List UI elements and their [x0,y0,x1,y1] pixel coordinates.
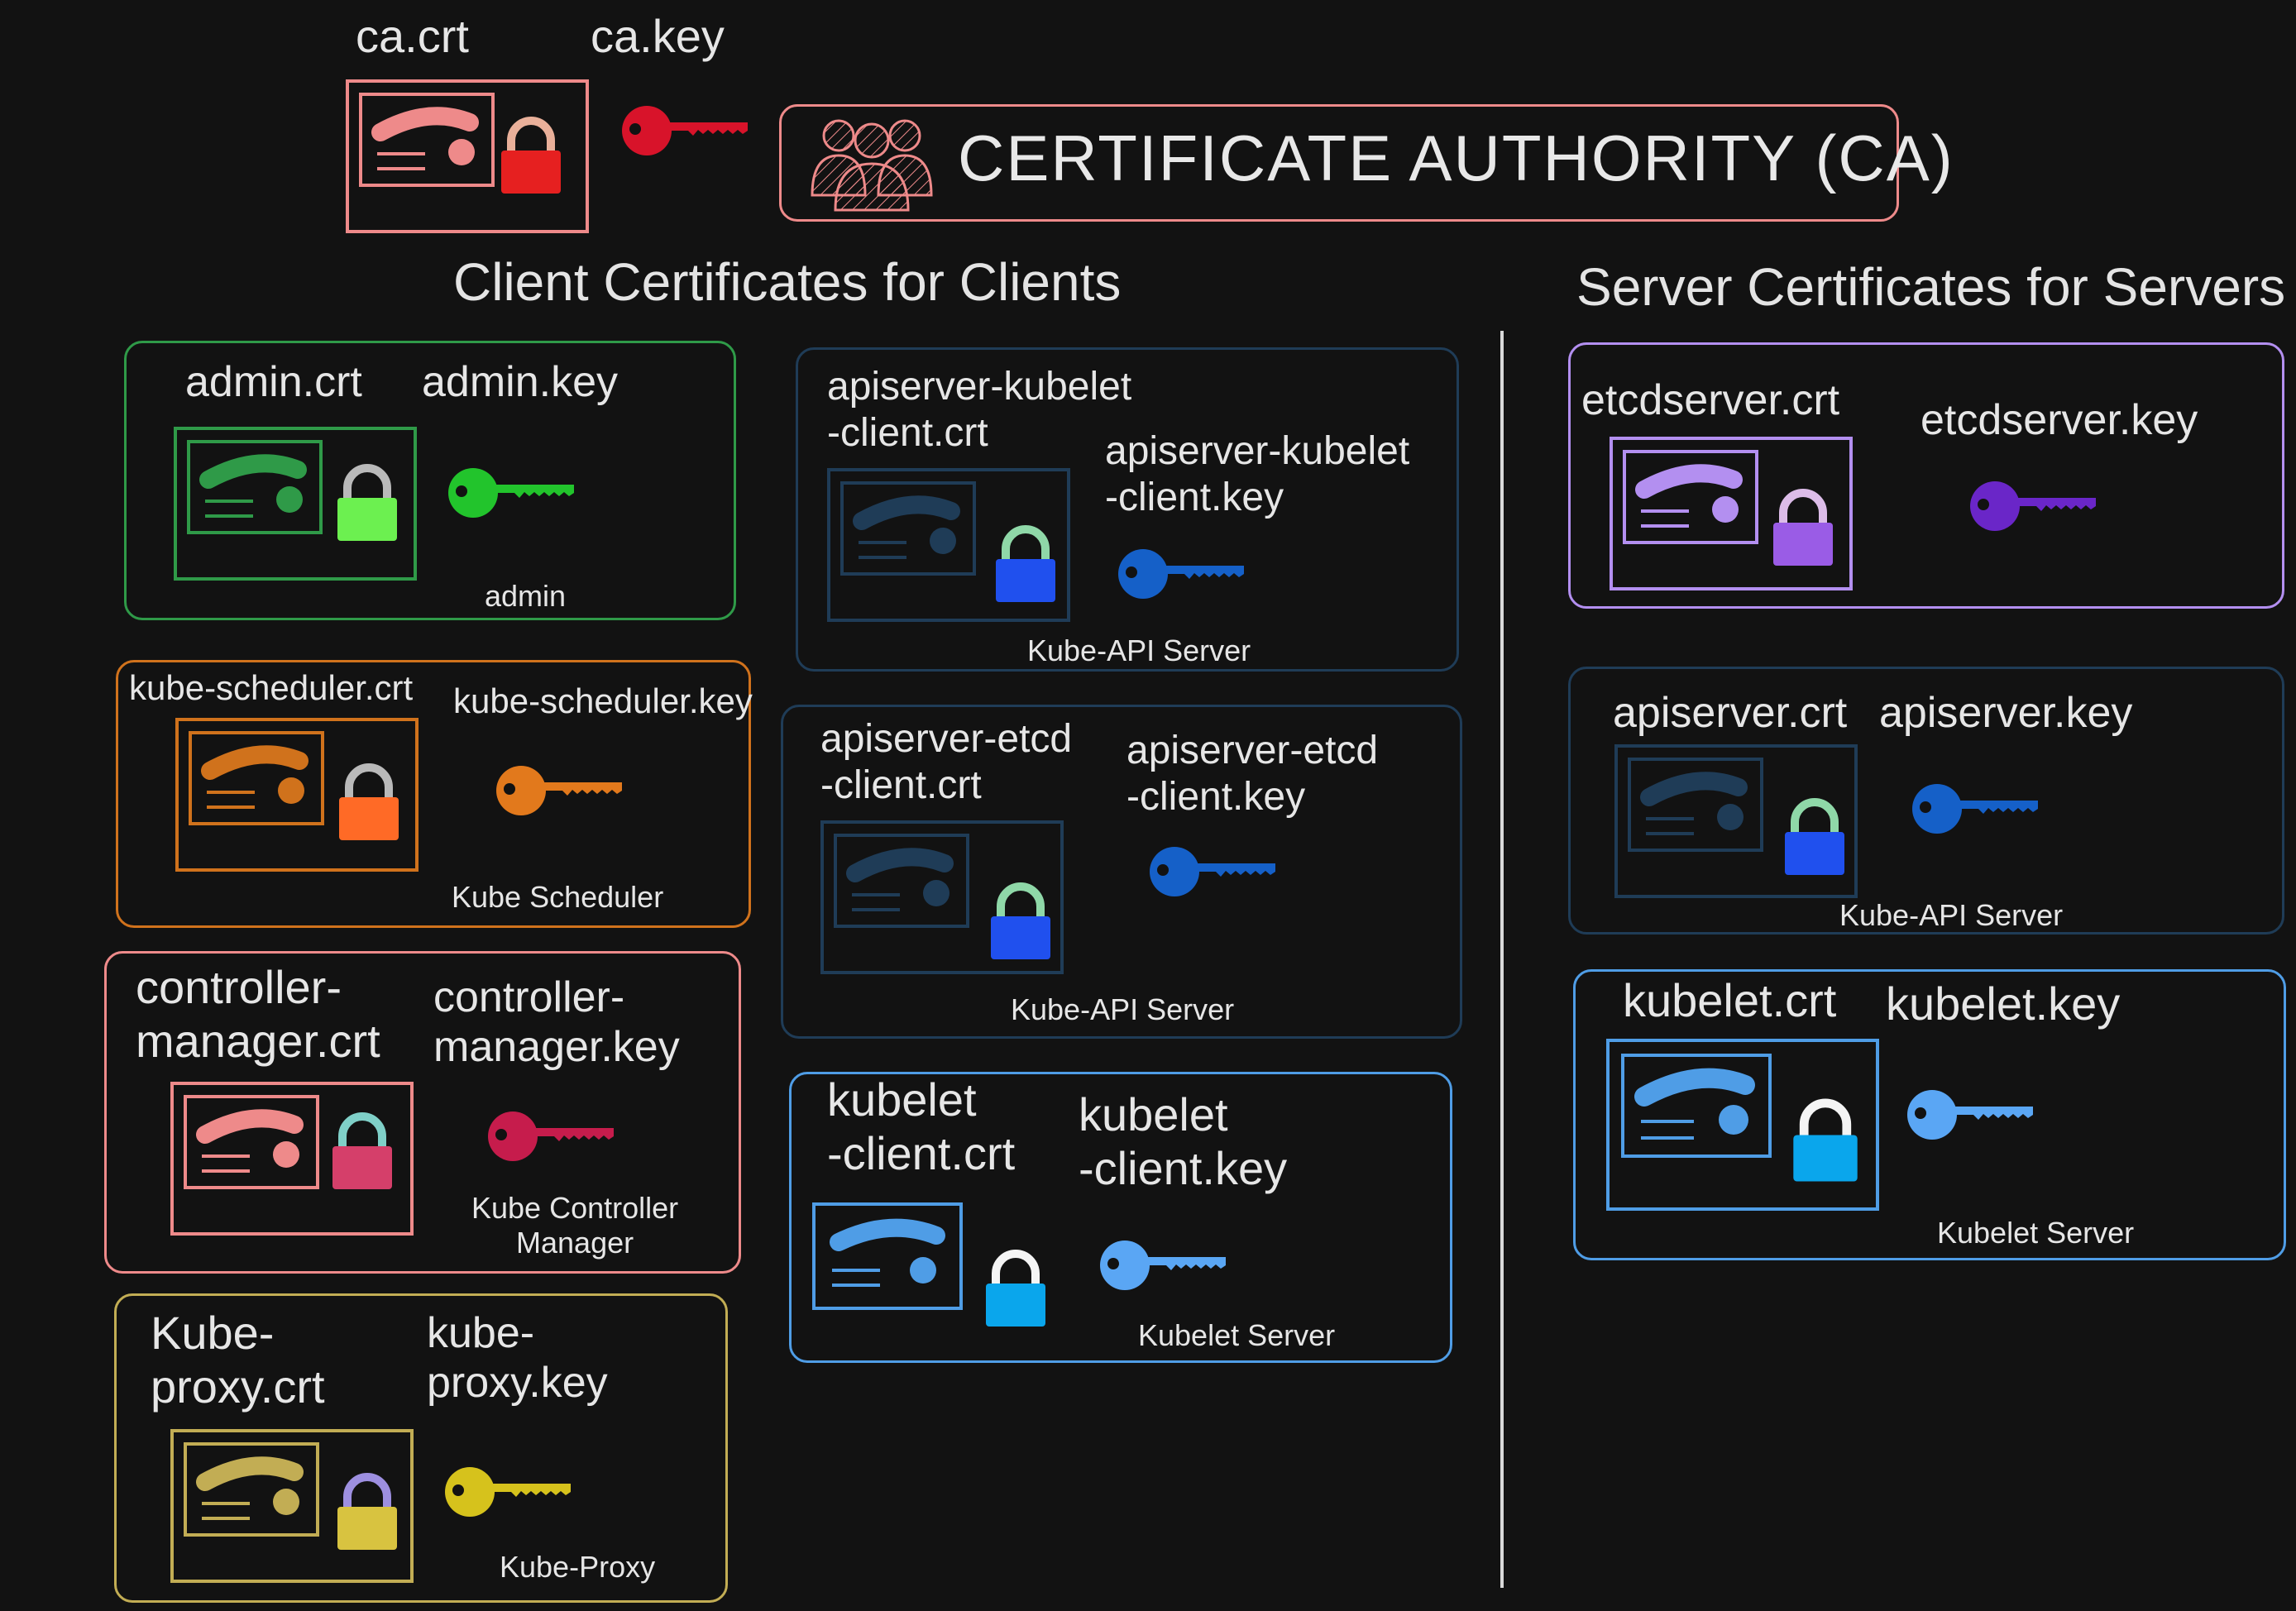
key-icon [1118,549,1244,599]
etcd-server-key-label: etcdserver.key [1921,396,2198,444]
apiserver-kubelet-client-cert-label: apiserver-kubelet -client.crt [827,365,1132,455]
lock-icon [337,1473,397,1550]
key-icon [488,1111,614,1161]
users-group-icon [811,119,933,212]
apiserver-card [1568,667,2284,935]
admin-key-label: admin.key [422,358,618,406]
certificate-icon [1610,437,1853,590]
certificate-icon [174,427,417,581]
divider [1500,331,1504,1588]
key-icon [1100,1241,1226,1290]
key-icon [445,1467,571,1517]
lock-icon [1785,798,1844,875]
controller-manager-owner-label: Kube Controller Manager [471,1191,679,1260]
controller-manager-cert-label: controller- manager.crt [136,961,380,1067]
apiserver-key-label: apiserver.key [1879,689,2133,737]
lock-icon [986,1250,1045,1327]
certificate-icon [1606,1039,1879,1211]
lock-icon [332,1112,392,1189]
kubelet-server-owner-label: Kubelet Server [1937,1216,2135,1250]
lock-icon [1773,489,1833,566]
admin-cert-label: admin.crt [185,358,362,406]
kubelet-client-cert-label: kubelet -client.crt [827,1073,1016,1179]
kube-scheduler-key-label: kube-scheduler.key [453,681,753,720]
controller-manager-key-label: controller- manager.key [433,973,680,1072]
lock-icon [996,525,1055,602]
apiserver-kubelet-client-card [796,347,1459,672]
apiserver-etcd-client-card [781,705,1462,1039]
key-icon [448,468,574,518]
kubelet-server-key-label: kubelet.key [1886,978,2121,1030]
apiserver-owner-label: Kube-API Server [1839,898,2064,932]
apiserver-etcd-client-key-label: apiserver-etcd -client.key [1126,729,1379,819]
kube-proxy-key-label: kube- proxy.key [427,1309,608,1408]
ca-cert-label: ca.crt [356,10,469,62]
kube-scheduler-cert-label: kube-scheduler.crt [129,668,414,707]
certificate-icon [820,820,1064,974]
key-icon [1912,784,2038,834]
server-certificates-heading: Server Certificates for Servers [1576,257,2286,317]
key-icon [1970,481,2096,531]
kubelet-server-cert-label: kubelet.crt [1623,974,1837,1026]
admin-card [124,341,736,620]
lock-icon [1793,1098,1858,1182]
certificate-icon [812,1202,963,1310]
controller-manager-card [104,951,741,1274]
apiserver-etcd-client-cert-label: apiserver-etcd -client.crt [820,717,1073,807]
client-certificates-heading: Client Certificates for Clients [453,252,1122,312]
certificate-icon [175,718,419,872]
lock-icon [339,763,399,840]
lock-icon [337,464,397,541]
lock-icon [991,882,1050,959]
key-icon [496,766,622,815]
kube-scheduler-owner-label: Kube Scheduler [452,880,664,914]
key-icon [1907,1090,2033,1140]
apiserver-kubelet-client-owner-label: Kube-API Server [1027,633,1251,667]
kubelet-server-card [1573,969,2286,1260]
etcd-server-cert-label: etcdserver.crt [1581,376,1840,424]
ca-key-label: ca.key [591,10,725,62]
kube-proxy-cert-label: Kube- proxy.crt [151,1307,325,1413]
certificate-icon [827,468,1070,622]
key-icon [622,106,748,155]
kube-proxy-owner-label: Kube-Proxy [500,1550,656,1584]
apiserver-kubelet-client-key-label: apiserver-kubelet -client.key [1105,429,1410,519]
etcd-server-card [1568,342,2284,609]
certificate-icon [1614,744,1858,898]
key-icon [1150,847,1275,896]
ca-title: CERTIFICATE AUTHORITY (CA) [958,122,1954,194]
kubelet-client-key-label: kubelet -client.key [1079,1088,1288,1194]
apiserver-etcd-client-owner-label: Kube-API Server [1011,992,1235,1026]
kubelet-client-card [789,1072,1452,1363]
kube-scheduler-card [116,660,751,928]
certificate-authority-box [779,104,1899,222]
certificate-icon [346,79,589,233]
certificate-icon [170,1429,414,1583]
kubelet-client-owner-label: Kubelet Server [1138,1318,1336,1352]
kube-proxy-card [114,1293,728,1603]
admin-owner-label: admin [485,579,567,613]
apiserver-cert-label: apiserver.crt [1613,689,1848,737]
lock-icon [501,117,561,194]
certificate-icon [170,1082,414,1236]
